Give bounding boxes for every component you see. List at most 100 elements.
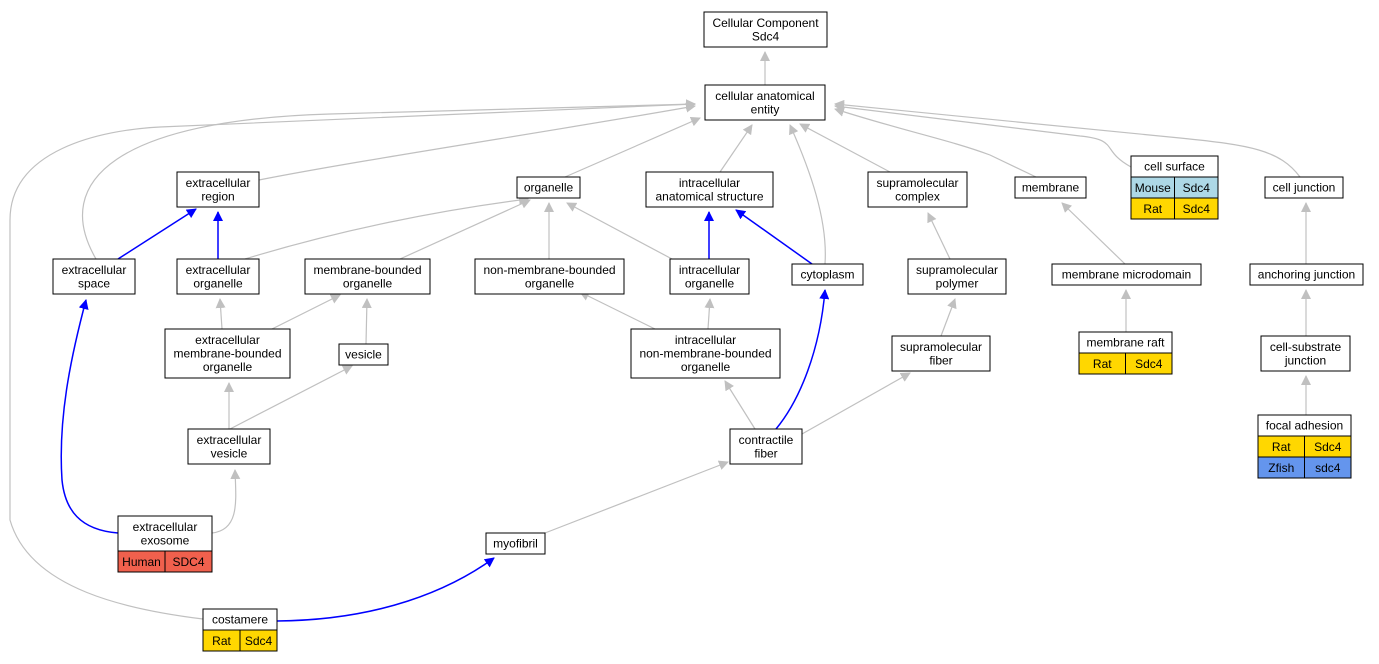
gene-label: Sdc4	[245, 634, 273, 648]
node-label: cellular anatomical	[715, 89, 814, 103]
node-label: cytoplasm	[800, 268, 854, 282]
node-box	[1264, 176, 1344, 199]
node-box	[907, 258, 1007, 295]
node-label: extracellular	[186, 176, 251, 190]
node-label: myofibril	[493, 537, 538, 551]
edge-myo-to-cf	[544, 460, 729, 534]
edge-cj-to-cae	[834, 99, 1301, 178]
node-label: organelle	[193, 276, 243, 290]
node-label: non-membrane-bounded	[483, 263, 615, 277]
node-label: extracellular	[186, 263, 251, 277]
node-label: cell junction	[1273, 181, 1336, 195]
species-label: Rat	[1272, 440, 1291, 454]
node-label: polymer	[936, 276, 979, 290]
node-mmd[interactable]: membrane microdomain	[1051, 263, 1202, 286]
edge-cf-to-cyto	[775, 289, 830, 430]
edge-inmbo-to-nmbo	[579, 291, 656, 330]
edge-exo-to-es	[60, 299, 119, 534]
node-label: supramolecular	[900, 340, 982, 354]
node-label: organelle	[524, 181, 574, 195]
node-box	[729, 428, 803, 465]
node-label: exosome	[141, 533, 190, 547]
node-org[interactable]: organelle	[516, 176, 581, 199]
node-cj[interactable]: cell junction	[1264, 176, 1344, 199]
node-box	[703, 11, 828, 48]
gene-cell	[164, 550, 213, 573]
edge-mbo-to-org	[399, 199, 531, 260]
node-label: supramolecular	[916, 263, 998, 277]
node-label: anatomical structure	[655, 189, 763, 203]
node-label: extracellular	[195, 333, 260, 347]
node-inmbo[interactable]: intracellularnon-membrane-boundedorganel…	[630, 328, 781, 379]
node-label: junction	[1284, 353, 1326, 367]
node-box	[1260, 335, 1351, 372]
edge-embo-to-mbo	[271, 294, 341, 330]
edge-embo-to-eo	[215, 298, 226, 330]
node-label: intracellular	[679, 263, 740, 277]
node-label: fiber	[929, 353, 952, 367]
node-box	[52, 258, 136, 295]
node-cyto[interactable]: cytoplasm	[791, 263, 864, 286]
node-box	[187, 428, 271, 465]
node-label: organelle	[681, 360, 731, 374]
node-box	[176, 258, 260, 295]
gene-cell	[1125, 352, 1173, 375]
edge-io-to-org	[566, 202, 673, 260]
edge-cyto-to-cae	[789, 124, 826, 265]
node-box	[891, 335, 991, 372]
species-label: Rat	[212, 634, 231, 648]
gene-label: Sdc4	[1183, 181, 1211, 195]
node-label: organelle	[203, 360, 253, 374]
node-box	[645, 171, 774, 208]
node-label: entity	[751, 102, 780, 116]
node-box	[338, 343, 389, 366]
node-aj[interactable]: anchoring junction	[1249, 263, 1364, 286]
node-box	[1249, 263, 1364, 286]
node-label: vesicle	[211, 446, 248, 460]
node-box	[630, 328, 781, 379]
node-label: non-membrane-bounded	[639, 347, 771, 361]
node-myo[interactable]: myofibril	[485, 532, 546, 555]
edge-ves-to-mbo	[361, 298, 372, 345]
node-box	[176, 171, 260, 208]
node-label: cell-substrate	[1270, 340, 1342, 354]
node-box	[867, 171, 968, 208]
species-label: Rat	[1093, 357, 1112, 371]
node-mem[interactable]: membrane	[1014, 176, 1087, 199]
node-label: costamere	[212, 613, 268, 627]
edge-es-to-cae	[81, 99, 696, 260]
node-label: anchoring junction	[1258, 268, 1355, 282]
node-label: region	[201, 189, 234, 203]
node-box	[791, 263, 864, 286]
edges-layer	[9, 51, 1311, 622]
species-label: Mouse	[1135, 181, 1171, 195]
edge-er-to-cae	[258, 102, 696, 181]
node-box	[1014, 176, 1087, 199]
edge-cyto-to-ias	[735, 209, 813, 265]
node-ves[interactable]: vesicle	[338, 343, 389, 366]
edge-smp-to-smc	[927, 212, 951, 260]
edge-es-to-er	[117, 208, 197, 260]
